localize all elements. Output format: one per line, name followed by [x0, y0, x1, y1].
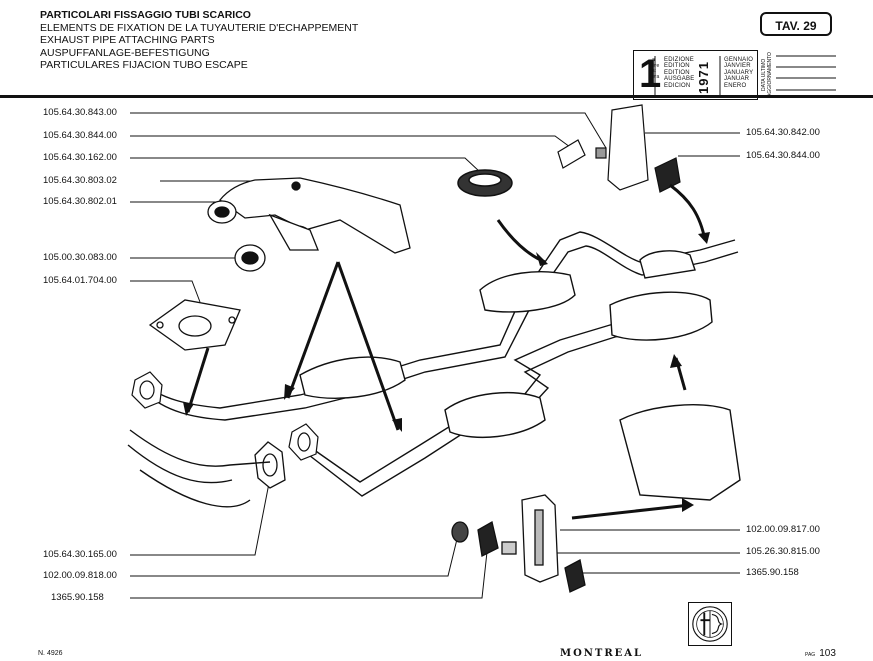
leader-line: [130, 280, 201, 303]
edition-word-it: EDIZIONE: [664, 57, 694, 63]
title-spanish: PARTICULARES FIJACION TUBO ESCAPE: [40, 59, 248, 72]
rubber-ring: [457, 169, 513, 197]
edition-word-es: EDICION: [664, 82, 691, 89]
lower-bracket: [451, 494, 586, 593]
part-number-label: 105.64.30.802.01: [43, 196, 117, 207]
edition-word-en: EDITION: [664, 69, 690, 76]
part-number-label: 105.26.30.815.00: [746, 546, 820, 557]
part-number-label: 102.00.09.818.00: [43, 570, 117, 581]
gasket-lower: [254, 441, 286, 489]
drawing-reference: N. 4926: [38, 650, 63, 657]
part-number-label: 105.64.30.842.00: [746, 127, 820, 138]
part-number-label: 105.64.01.704.00: [43, 275, 117, 286]
title-german: AUSPUFFANLAGE-BEFESTIGUNG: [40, 46, 210, 59]
part-number-label: 105.64.30.165.00: [43, 549, 117, 560]
gasket: [148, 299, 241, 351]
leader-line: [130, 534, 459, 577]
leader-line: [130, 112, 607, 149]
month-fr: JANVIER: [724, 63, 751, 70]
bracket-assembly: [207, 177, 411, 272]
plate-number: TAV. 29: [760, 12, 832, 36]
page-label: PAG: [805, 652, 816, 658]
brand-name: MONTREAL: [560, 648, 644, 659]
leader-line: [130, 135, 571, 148]
suffix-es: era: [652, 73, 660, 80]
month-es: ENERO: [724, 82, 747, 89]
month-en: JANUARY: [724, 69, 754, 76]
edition-word-de: AUSGABE: [664, 76, 695, 83]
suffix-it: a: [652, 57, 655, 63]
leader-line: [130, 477, 271, 556]
leader-line: [130, 157, 481, 173]
part-number-label: 105.64.30.844.00: [43, 130, 117, 141]
month-de: JANUAR: [724, 76, 750, 83]
part-number-label: 105.64.30.803.02: [43, 175, 117, 186]
part-number-label: 1365.90.158: [51, 592, 104, 603]
page-number-value: 103: [819, 648, 836, 659]
arrow-head: [183, 232, 710, 512]
title-english: EXHAUST PIPE ATTACHING PARTS: [40, 34, 215, 47]
edition-word-fr: EDITION: [664, 63, 690, 70]
exhaust-pipes: [127, 231, 739, 508]
part-number-label: 1365.90.158: [746, 567, 799, 578]
edition-suffixes: a ère st era: [652, 57, 660, 80]
part-number-label: 105.64.30.843.00: [43, 107, 117, 118]
edition-months: GENNAIO JANVIER JANUARY JANUAR ENERO: [724, 57, 753, 89]
header-rule: [0, 95, 873, 98]
suffix-fr: ère: [652, 62, 660, 69]
title-french: ELEMENTS DE FIXATION DE LA TUYAUTERIE D'…: [40, 21, 359, 34]
flange: [131, 371, 319, 461]
part-number-label: 102.00.09.817.00: [746, 524, 820, 535]
header-titles: PARTICOLARI FISSAGGIO TUBI SCARICO ELEME…: [40, 9, 358, 72]
month-it: GENNAIO: [724, 57, 754, 63]
suffix-en: st: [652, 68, 656, 74]
part-number-label: 105.00.30.083.00: [43, 252, 117, 263]
edition-box: [633, 50, 758, 100]
small-bracket: [557, 104, 681, 193]
leader-line: [130, 551, 488, 599]
edition-number: 1: [639, 52, 662, 96]
edition-words: EDIZIONE EDITION EDITION AUSGABE EDICION: [664, 57, 694, 89]
alfa-romeo-logo-icon: [688, 602, 732, 646]
part-number-label: 105.64.30.844.00: [746, 150, 820, 161]
silencer: [299, 250, 741, 501]
part-number-label: 105.64.30.162.00: [43, 152, 117, 163]
title-italian: PARTICOLARI FISSAGGIO TUBI SCARICO: [40, 9, 251, 21]
